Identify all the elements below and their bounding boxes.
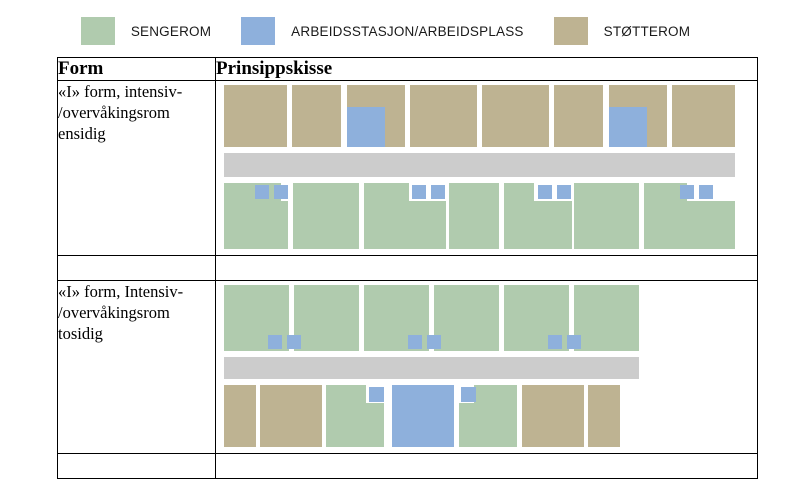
small-workstation xyxy=(412,184,426,199)
small-workstation xyxy=(427,334,441,349)
principle-sketch-table: Form Prinsippskisse «I» form, intensiv- … xyxy=(57,57,758,479)
workstation xyxy=(347,106,385,147)
legend-label-stotterom: STØTTEROM xyxy=(603,23,691,39)
legend-swatch-arbeidsstasjon xyxy=(241,17,276,45)
sketch-cell-two-sided xyxy=(215,279,758,454)
support-room xyxy=(482,84,549,147)
i-form-two-sided-diagram xyxy=(216,281,757,453)
small-workstation xyxy=(548,334,562,349)
support-room xyxy=(554,84,603,147)
small-workstation xyxy=(287,334,301,349)
table-header-row: Form Prinsippskisse xyxy=(57,57,758,81)
support-room xyxy=(410,84,477,147)
bedroom xyxy=(434,284,499,351)
support-room xyxy=(672,84,735,147)
corridor xyxy=(224,356,639,379)
table-row: «I» form, Intensiv- /overvåkingsrom tosi… xyxy=(57,279,758,454)
spacer-cell-form xyxy=(57,452,216,479)
legend-label-sengerom: SENGEROM xyxy=(130,23,212,39)
legend-item-stotterom: STØTTEROM xyxy=(553,17,713,45)
spacer-cell-sketch xyxy=(215,254,758,281)
bedroom xyxy=(224,284,266,351)
legend: SENGEROM ARBEIDSSTASJON/ARBEIDSPLASS STØ… xyxy=(0,14,793,48)
small-workstation xyxy=(557,184,571,199)
workstation xyxy=(609,106,647,147)
support-room xyxy=(522,384,584,447)
table-spacer-row xyxy=(57,452,758,479)
legend-label-arbeidsstasjon: ARBEIDSSTASJON/ARBEIDSPLASS xyxy=(291,23,524,39)
form-label-two-sided: «I» form, Intensiv- /overvåkingsrom tosi… xyxy=(57,279,216,454)
form-label-one-sided: «I» form, intensiv- /overvåkingsrom ensi… xyxy=(57,79,216,256)
support-room xyxy=(588,384,620,447)
column-header-prinsippskisse: Prinsippskisse xyxy=(215,57,758,81)
column-header-form: Form xyxy=(57,57,216,81)
small-workstation xyxy=(461,386,476,402)
workstation xyxy=(392,384,454,447)
bedroom xyxy=(574,284,639,351)
small-workstation xyxy=(680,184,694,199)
bedroom xyxy=(504,284,546,351)
bedroom xyxy=(504,200,572,249)
spacer-cell-sketch xyxy=(215,452,758,479)
bedroom xyxy=(224,200,288,249)
support-room xyxy=(260,384,322,447)
bedroom xyxy=(459,402,517,447)
support-room xyxy=(292,84,341,147)
bedroom xyxy=(364,200,446,249)
table-spacer-row xyxy=(57,254,758,281)
legend-swatch-sengerom xyxy=(80,17,115,45)
bedroom xyxy=(574,182,639,249)
spacer-cell-form xyxy=(57,254,216,281)
bedroom xyxy=(449,182,499,249)
legend-swatch-stotterom xyxy=(553,17,588,45)
legend-item-arbeidsstasjon: ARBEIDSSTASJON/ARBEIDSPLASS xyxy=(241,17,545,45)
support-room xyxy=(385,84,405,147)
sketch-cell-one-sided xyxy=(215,79,758,256)
small-workstation xyxy=(408,334,422,349)
i-form-one-sided-diagram xyxy=(216,81,757,255)
small-workstation xyxy=(538,184,552,199)
table-row: «I» form, intensiv- /overvåkingsrom ensi… xyxy=(57,79,758,256)
small-workstation xyxy=(274,184,288,199)
bedroom xyxy=(364,284,406,351)
bedroom xyxy=(293,182,359,249)
small-workstation xyxy=(431,184,445,199)
small-workstation xyxy=(369,386,384,402)
support-room xyxy=(647,84,667,147)
small-workstation xyxy=(255,184,269,199)
bedroom xyxy=(644,200,735,249)
corridor xyxy=(224,152,735,177)
legend-item-sengerom: SENGEROM xyxy=(80,17,233,45)
bedroom xyxy=(326,402,384,447)
small-workstation xyxy=(567,334,581,349)
bedroom xyxy=(294,284,359,351)
small-workstation xyxy=(699,184,713,199)
support-room xyxy=(224,84,287,147)
support-room xyxy=(224,384,256,447)
small-workstation xyxy=(268,334,282,349)
